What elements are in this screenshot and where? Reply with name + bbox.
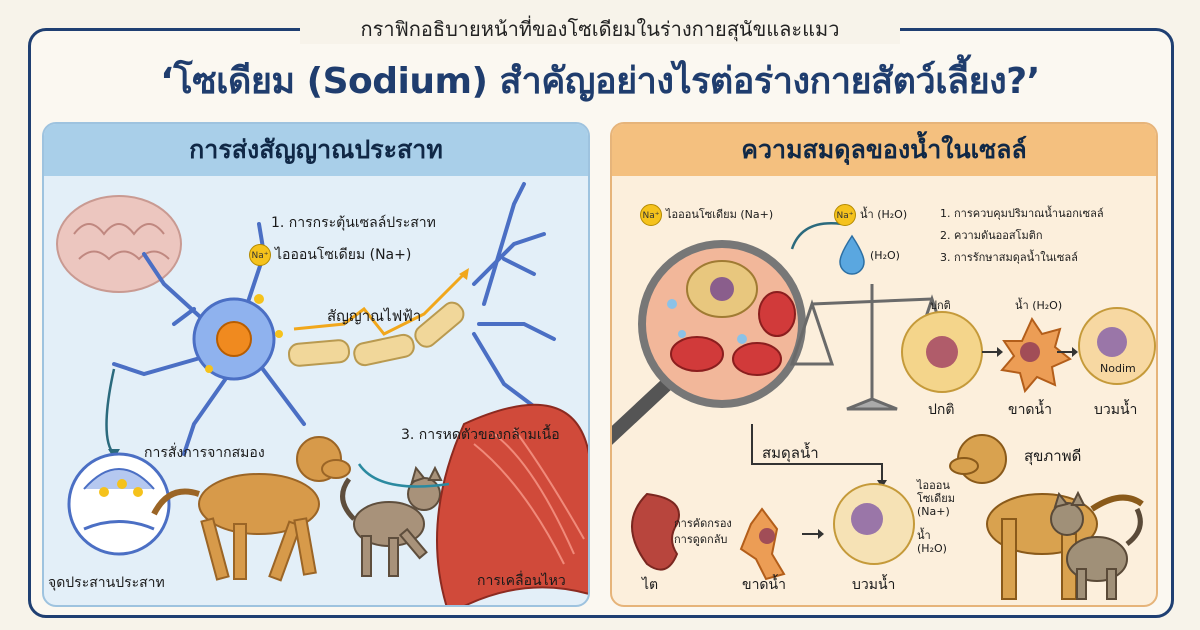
water-na-label: Na⁺น้ำ (H₂O) bbox=[834, 204, 907, 226]
magnifier-icon bbox=[612, 240, 806, 445]
list-item-2: 2. ความดันออสโมติก bbox=[940, 229, 1043, 242]
command-arrow bbox=[105, 368, 116, 455]
na-ion-label: Na⁺ไอออนโซเดียม (Na+) bbox=[249, 244, 411, 266]
muscle-arrow bbox=[357, 463, 450, 488]
water-panel-heading: ความสมดุลของน้ำในเซลล์ bbox=[612, 124, 1156, 176]
nerve-panel-heading: การส่งสัญญาณประสาท bbox=[44, 124, 588, 176]
kidney-label: ไต bbox=[642, 577, 659, 593]
step1-label: 1. การกระตุ้นเซลล์ประสาท bbox=[271, 215, 436, 231]
nerve-illustration bbox=[56, 182, 588, 605]
synapse-icon bbox=[67, 452, 171, 556]
water-drop-icon bbox=[839, 234, 865, 275]
balance-flow-line bbox=[751, 424, 883, 484]
list-item-1: 1. การควบคุมปริมาณน้ำนอกเซลล์ bbox=[940, 207, 1104, 220]
brain-icon bbox=[56, 195, 182, 293]
healthy-cat-icon bbox=[1050, 490, 1143, 600]
neuron-icon bbox=[112, 182, 556, 456]
brain-command-label: การสั่งการจากสมอง bbox=[144, 445, 265, 461]
step3-label: 3. การหดตัวของกล้ามเนื้อ bbox=[401, 427, 560, 443]
cell-swollen-label: บวมน้ำ bbox=[1094, 402, 1138, 418]
movement-label: การเคลื่อนไหว bbox=[477, 573, 566, 589]
bottom-water-label: น้ำ(H₂O) bbox=[917, 529, 947, 555]
normal-top-label: ปกติ bbox=[930, 299, 951, 312]
nerve-signal-panel: การส่งสัญญาณประสาท bbox=[42, 122, 590, 607]
main-title: ‘โซเดียม (Sodium) สำคัญอย่างไรต่อร่างกาย… bbox=[160, 61, 1040, 102]
kidney-reabsorb-label: การดูดกลับ bbox=[674, 533, 728, 546]
electric-signal-label: สัญญาณไฟฟ้า bbox=[327, 307, 422, 325]
bottom-na-label: ไอออนโซเดียม(Na+) bbox=[917, 479, 955, 518]
neuron-nucleus bbox=[216, 321, 252, 357]
muscle-icon bbox=[436, 403, 588, 605]
water-top-label: น้ำ (H₂O) bbox=[1015, 299, 1063, 312]
synapse-label: จุดประสานประสาท bbox=[48, 575, 165, 591]
na-ion-label-right: Na⁺ไอออนโซเดียม (Na+) bbox=[640, 204, 773, 226]
sodium-icon-right: Na⁺ bbox=[640, 204, 662, 226]
water-illustration bbox=[612, 222, 1156, 600]
kidney-icon bbox=[631, 492, 680, 571]
healthy-label: สุขภาพดี bbox=[1024, 447, 1082, 465]
subtitle: กราฟิกอธิบายหน้าที่ของโซเดียมในร่างกายสุ… bbox=[300, 14, 900, 44]
water-balance-label: สมดุลน้ำ bbox=[762, 444, 819, 462]
water-label: (H₂O) bbox=[870, 249, 900, 262]
electric-signal-arrow bbox=[293, 272, 466, 336]
axon-icon bbox=[287, 301, 465, 367]
sodium-icon: Na⁺ bbox=[249, 244, 271, 266]
cell-dehydrated-label: ขาดน้ำ bbox=[1008, 402, 1052, 418]
sodium-water-icon: Na⁺ bbox=[834, 204, 856, 226]
bottom-dehydrated-cell bbox=[739, 507, 786, 581]
bottom-swollen-label: บวมน้ำ bbox=[852, 577, 896, 593]
cell-normal-label: ปกติ bbox=[928, 402, 955, 418]
kidney-filter-label: การคัดกรอง bbox=[674, 517, 732, 530]
list-item-3: 3. การรักษาสมดุลน้ำในเซลล์ bbox=[940, 251, 1078, 264]
bottom-dehydrated-label: ขาดน้ำ bbox=[742, 577, 786, 593]
dog-icon bbox=[151, 436, 351, 582]
water-balance-panel: ความสมดุลของน้ำในเซลล์ bbox=[610, 122, 1158, 607]
cell-swollen-inner: Nodim bbox=[1100, 362, 1136, 375]
